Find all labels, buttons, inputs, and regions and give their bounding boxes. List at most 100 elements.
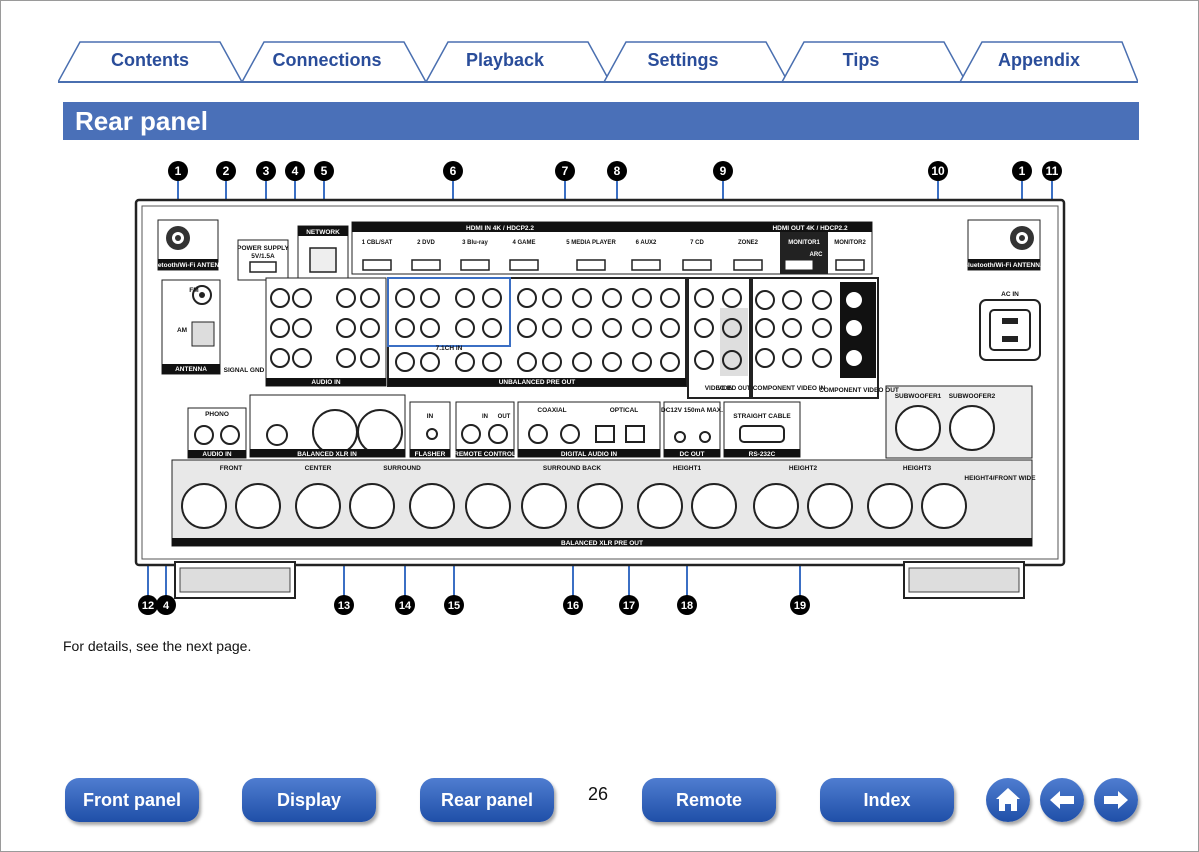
digital-audio-in-label: DIGITAL AUDIO IN bbox=[561, 451, 618, 458]
hdmi-in-1-label: 1 CBL/SAT bbox=[362, 240, 393, 246]
xlr-surround-label: SURROUND bbox=[383, 465, 421, 472]
forward-button[interactable] bbox=[1094, 778, 1138, 822]
optical-label: OPTICAL bbox=[610, 407, 639, 414]
ac-inlet bbox=[979, 299, 1041, 361]
subwoofer1-label: SUBWOOFER1 bbox=[895, 393, 942, 400]
svg-text:13: 13 bbox=[338, 600, 350, 612]
svg-text:14: 14 bbox=[399, 600, 412, 612]
video-out-label: VIDEO OUT bbox=[717, 386, 750, 392]
dc-out bbox=[663, 401, 721, 458]
hdmi-in-7-label: 7 CD bbox=[690, 240, 704, 246]
svg-text:11: 11 bbox=[1046, 164, 1059, 178]
display-button[interactable]: Display bbox=[242, 778, 376, 822]
svg-text:8: 8 bbox=[614, 164, 621, 178]
svg-text:1: 1 bbox=[1019, 164, 1026, 178]
svg-text:17: 17 bbox=[623, 600, 635, 612]
tab-connections[interactable]: Connections bbox=[272, 50, 382, 70]
network-label: NETWORK bbox=[306, 229, 340, 236]
hdmi-in-5-label: 5 MEDIA PLAYER bbox=[566, 240, 616, 246]
hdmi-in-label: HDMI IN 4K / HDCP2.2 bbox=[466, 225, 534, 232]
flasher-in-label: IN bbox=[427, 413, 434, 420]
balanced-xlr-pre-out bbox=[171, 459, 1033, 547]
xlr-surround-back-label: SURROUND BACK bbox=[543, 465, 601, 472]
hdmi-in-6-label: 6 AUX2 bbox=[636, 240, 657, 246]
svg-text:4: 4 bbox=[292, 164, 299, 178]
svg-text:6: 6 bbox=[450, 164, 457, 178]
am-label: AM bbox=[177, 327, 187, 334]
phono-in bbox=[187, 407, 247, 459]
rear-panel-button[interactable]: Rear panel bbox=[420, 778, 554, 822]
front-panel-button[interactable]: Front panel bbox=[65, 778, 199, 822]
flasher-label: FLASHER bbox=[415, 451, 446, 458]
dc-out-rating: DC12V 150mA MAX. bbox=[661, 407, 723, 414]
svg-text:3: 3 bbox=[263, 164, 270, 178]
title-bar: Rear panel bbox=[63, 102, 1139, 140]
remote-out-label: OUT bbox=[498, 414, 511, 420]
remote-control-jacks bbox=[455, 401, 515, 458]
component-video bbox=[751, 277, 879, 399]
straight-cable-label: STRAIGHT CABLE bbox=[733, 413, 791, 420]
component-video-out-label: COMPONENT VIDEO OUT bbox=[819, 387, 899, 394]
fm-label: FM bbox=[189, 287, 198, 294]
power-supply-label: POWER SUPPLY bbox=[237, 245, 289, 252]
component-video-in-label: COMPONENT VIDEO IN bbox=[753, 385, 826, 392]
back-button[interactable] bbox=[1040, 778, 1084, 822]
hdmi-out-zone2-label: ZONE2 bbox=[738, 240, 759, 246]
phono-label: PHONO bbox=[205, 411, 229, 418]
svg-text:12: 12 bbox=[142, 600, 154, 612]
bt-antenna-left bbox=[157, 219, 219, 271]
tab-outlines bbox=[58, 41, 1138, 83]
hdmi-strip bbox=[351, 221, 873, 275]
hdmi-in-3-label: 3 Blu-ray bbox=[462, 240, 488, 246]
index-button[interactable]: Index bbox=[820, 778, 954, 822]
tab-tips[interactable]: Tips bbox=[842, 50, 880, 70]
tab-bar: Contents Connections Playback Settings T… bbox=[58, 40, 1138, 84]
xlr-height1-label: HEIGHT1 bbox=[673, 465, 702, 472]
page-title: Rear panel bbox=[75, 106, 208, 136]
tab-appendix[interactable]: Appendix bbox=[997, 50, 1080, 70]
tab-settings[interactable]: Settings bbox=[647, 50, 719, 70]
unbalanced-pre-out-block bbox=[387, 277, 687, 387]
svg-text:9: 9 bbox=[720, 164, 727, 178]
remote-control-label: REMOTE CONTROL bbox=[454, 451, 516, 458]
power-supply-rating: 5V/1.5A bbox=[251, 253, 275, 260]
bt-antenna-right bbox=[967, 219, 1041, 271]
tabs-underline bbox=[58, 81, 1138, 83]
usb-power-port bbox=[237, 239, 289, 281]
antenna-label: ANTENNA bbox=[175, 366, 207, 373]
xlr-center-label: CENTER bbox=[305, 465, 332, 472]
remote-button[interactable]: Remote bbox=[642, 778, 776, 822]
hdmi-out-monitor2-label: MONITOR2 bbox=[834, 240, 866, 246]
audio-in-rca-group bbox=[265, 277, 387, 387]
xlr-height2-label: HEIGHT2 bbox=[789, 465, 818, 472]
fm-am-antenna-terminals bbox=[161, 279, 221, 375]
audio-in-assignable-label: AUDIO IN bbox=[311, 379, 341, 386]
subwoofer-xlr-outputs bbox=[885, 385, 1033, 459]
bt-antenna-left-label: Bluetooth/Wi-Fi ANTENNA bbox=[147, 262, 229, 269]
digital-audio-in bbox=[517, 401, 661, 458]
home-button[interactable] bbox=[986, 778, 1030, 822]
video-in-out bbox=[687, 277, 751, 399]
tab-contents[interactable]: Contents bbox=[111, 50, 189, 70]
hdmi-in-4-label: 4 GAME bbox=[512, 240, 535, 246]
subwoofer2-label: SUBWOOFER2 bbox=[949, 393, 996, 400]
tab-playback[interactable]: Playback bbox=[465, 50, 545, 70]
remote-in-label: IN bbox=[482, 414, 488, 420]
svg-text:4: 4 bbox=[163, 600, 170, 612]
coaxial-label: COAXIAL bbox=[537, 407, 566, 414]
hdmi-out-label: HDMI OUT 4K / HDCP2.2 bbox=[772, 225, 848, 232]
svg-text:7: 7 bbox=[562, 164, 569, 178]
network-port bbox=[297, 225, 349, 282]
hdmi-in-2-label: 2 DVD bbox=[417, 240, 435, 246]
svg-text:2: 2 bbox=[223, 164, 230, 178]
page-number: 26 bbox=[588, 784, 609, 804]
xlr-height4-label: HEIGHT4/FRONT WIDE bbox=[964, 475, 1036, 482]
inputs-71-label: 7.1CH IN bbox=[436, 345, 463, 352]
flasher-in bbox=[409, 401, 451, 458]
balanced-xlr-in bbox=[249, 394, 406, 458]
arrow-right-icon bbox=[1104, 791, 1128, 809]
xlr-height3-label: HEIGHT3 bbox=[903, 465, 932, 472]
svg-text:15: 15 bbox=[448, 600, 460, 612]
dc-out-label: DC OUT bbox=[680, 451, 705, 458]
